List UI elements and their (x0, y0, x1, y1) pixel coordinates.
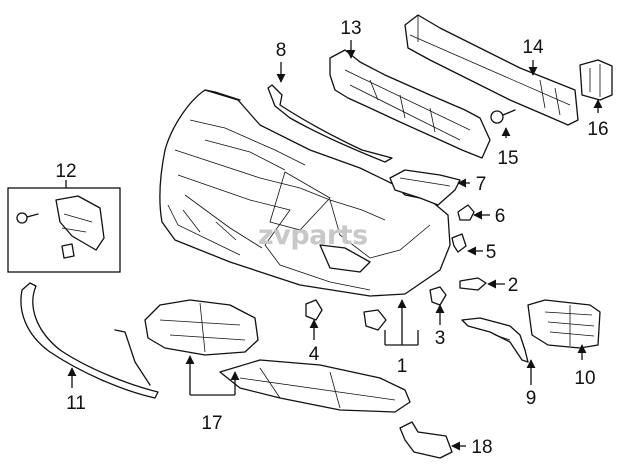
callout-3: 3 (435, 328, 446, 349)
reinforcement-beam-part (404, 14, 579, 126)
callout-2: 2 (508, 275, 519, 296)
energy-absorber-part (329, 49, 491, 159)
license-bracket-inset (7, 187, 121, 273)
watermark-logo: zvparts (258, 220, 368, 251)
bracket-small-part (363, 309, 387, 331)
fog-lamp-grille-part (527, 299, 601, 349)
clip-2-part (459, 277, 487, 291)
callout-labels: 1 2 3 4 5 6 7 8 9 10 11 12 13 14 15 16 1… (55, 18, 608, 458)
beam-bracket-part (579, 59, 613, 101)
clip-3-part (429, 286, 447, 306)
callout-11: 11 (66, 393, 86, 414)
callout-7: 7 (476, 174, 487, 195)
callout-9: 9 (526, 388, 537, 409)
clip-6-part (457, 204, 475, 221)
clip-5-part (451, 233, 467, 253)
callout-5: 5 (486, 242, 497, 263)
callout-16: 16 (587, 119, 608, 140)
bolt-part (490, 109, 516, 124)
callout-1: 1 (397, 356, 408, 377)
callout-12: 12 (55, 161, 76, 182)
callout-13: 13 (340, 18, 361, 39)
side-bracket-part (389, 169, 461, 206)
lower-undercover-part (219, 359, 411, 413)
upper-undercover-part (144, 299, 259, 356)
leader-lines (65, 40, 603, 451)
callout-4: 4 (309, 344, 320, 365)
callout-8: 8 (276, 40, 287, 61)
lower-bracket-part (399, 421, 453, 459)
callout-14: 14 (522, 37, 544, 58)
clip-4-part (305, 299, 323, 321)
upper-molding-part (267, 84, 393, 163)
callout-6: 6 (495, 206, 506, 227)
callout-17: 17 (201, 413, 222, 434)
callout-15: 15 (497, 148, 518, 169)
callout-10: 10 (574, 368, 595, 389)
callout-18: 18 (471, 437, 492, 458)
bumper-cover-part (159, 89, 451, 297)
lower-molding-part (20, 282, 159, 399)
fog-lamp-bezel-part (461, 317, 529, 363)
